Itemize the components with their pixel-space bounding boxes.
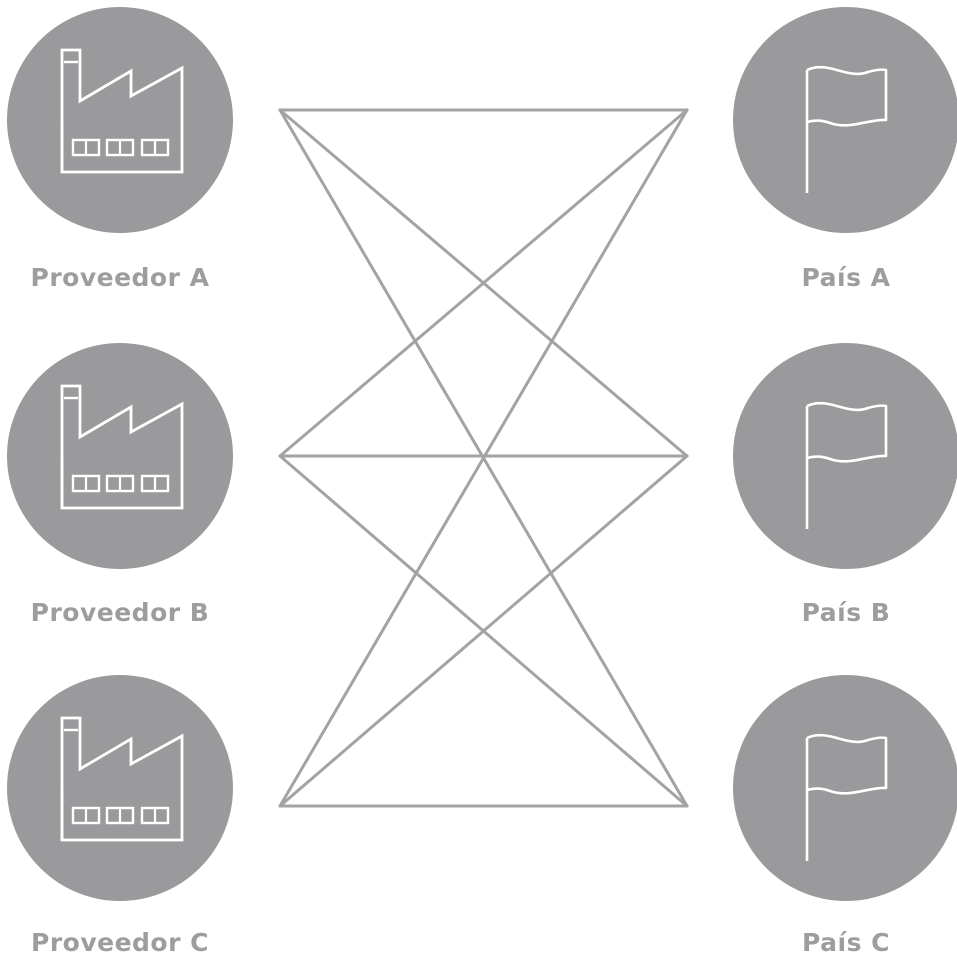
- country-label-a: País A: [801, 263, 891, 292]
- supplier-node-c: [7, 675, 233, 901]
- supplier-label-a: Proveedor A: [30, 263, 210, 292]
- connector-line: [278, 108, 689, 458]
- country-circle: [733, 675, 957, 901]
- connector-line: [278, 454, 689, 808]
- supplier-node-a: [7, 7, 233, 233]
- country-node-c: [733, 675, 957, 901]
- supplier-circle: [7, 7, 233, 233]
- supplier-label-c: Proveedor C: [31, 928, 209, 957]
- supplier-label-b: Proveedor B: [30, 598, 210, 627]
- country-node-b: [733, 343, 957, 569]
- country-circle: [733, 343, 957, 569]
- country-label-c: País C: [801, 928, 891, 957]
- country-circle: [733, 7, 957, 233]
- supplier-node-b: [7, 343, 233, 569]
- country-node-a: [733, 7, 957, 233]
- supplier-circle: [7, 675, 233, 901]
- country-label-b: País B: [801, 598, 891, 627]
- connector-lines: [278, 108, 689, 808]
- connector-line: [278, 108, 689, 808]
- supplier-circle: [7, 343, 233, 569]
